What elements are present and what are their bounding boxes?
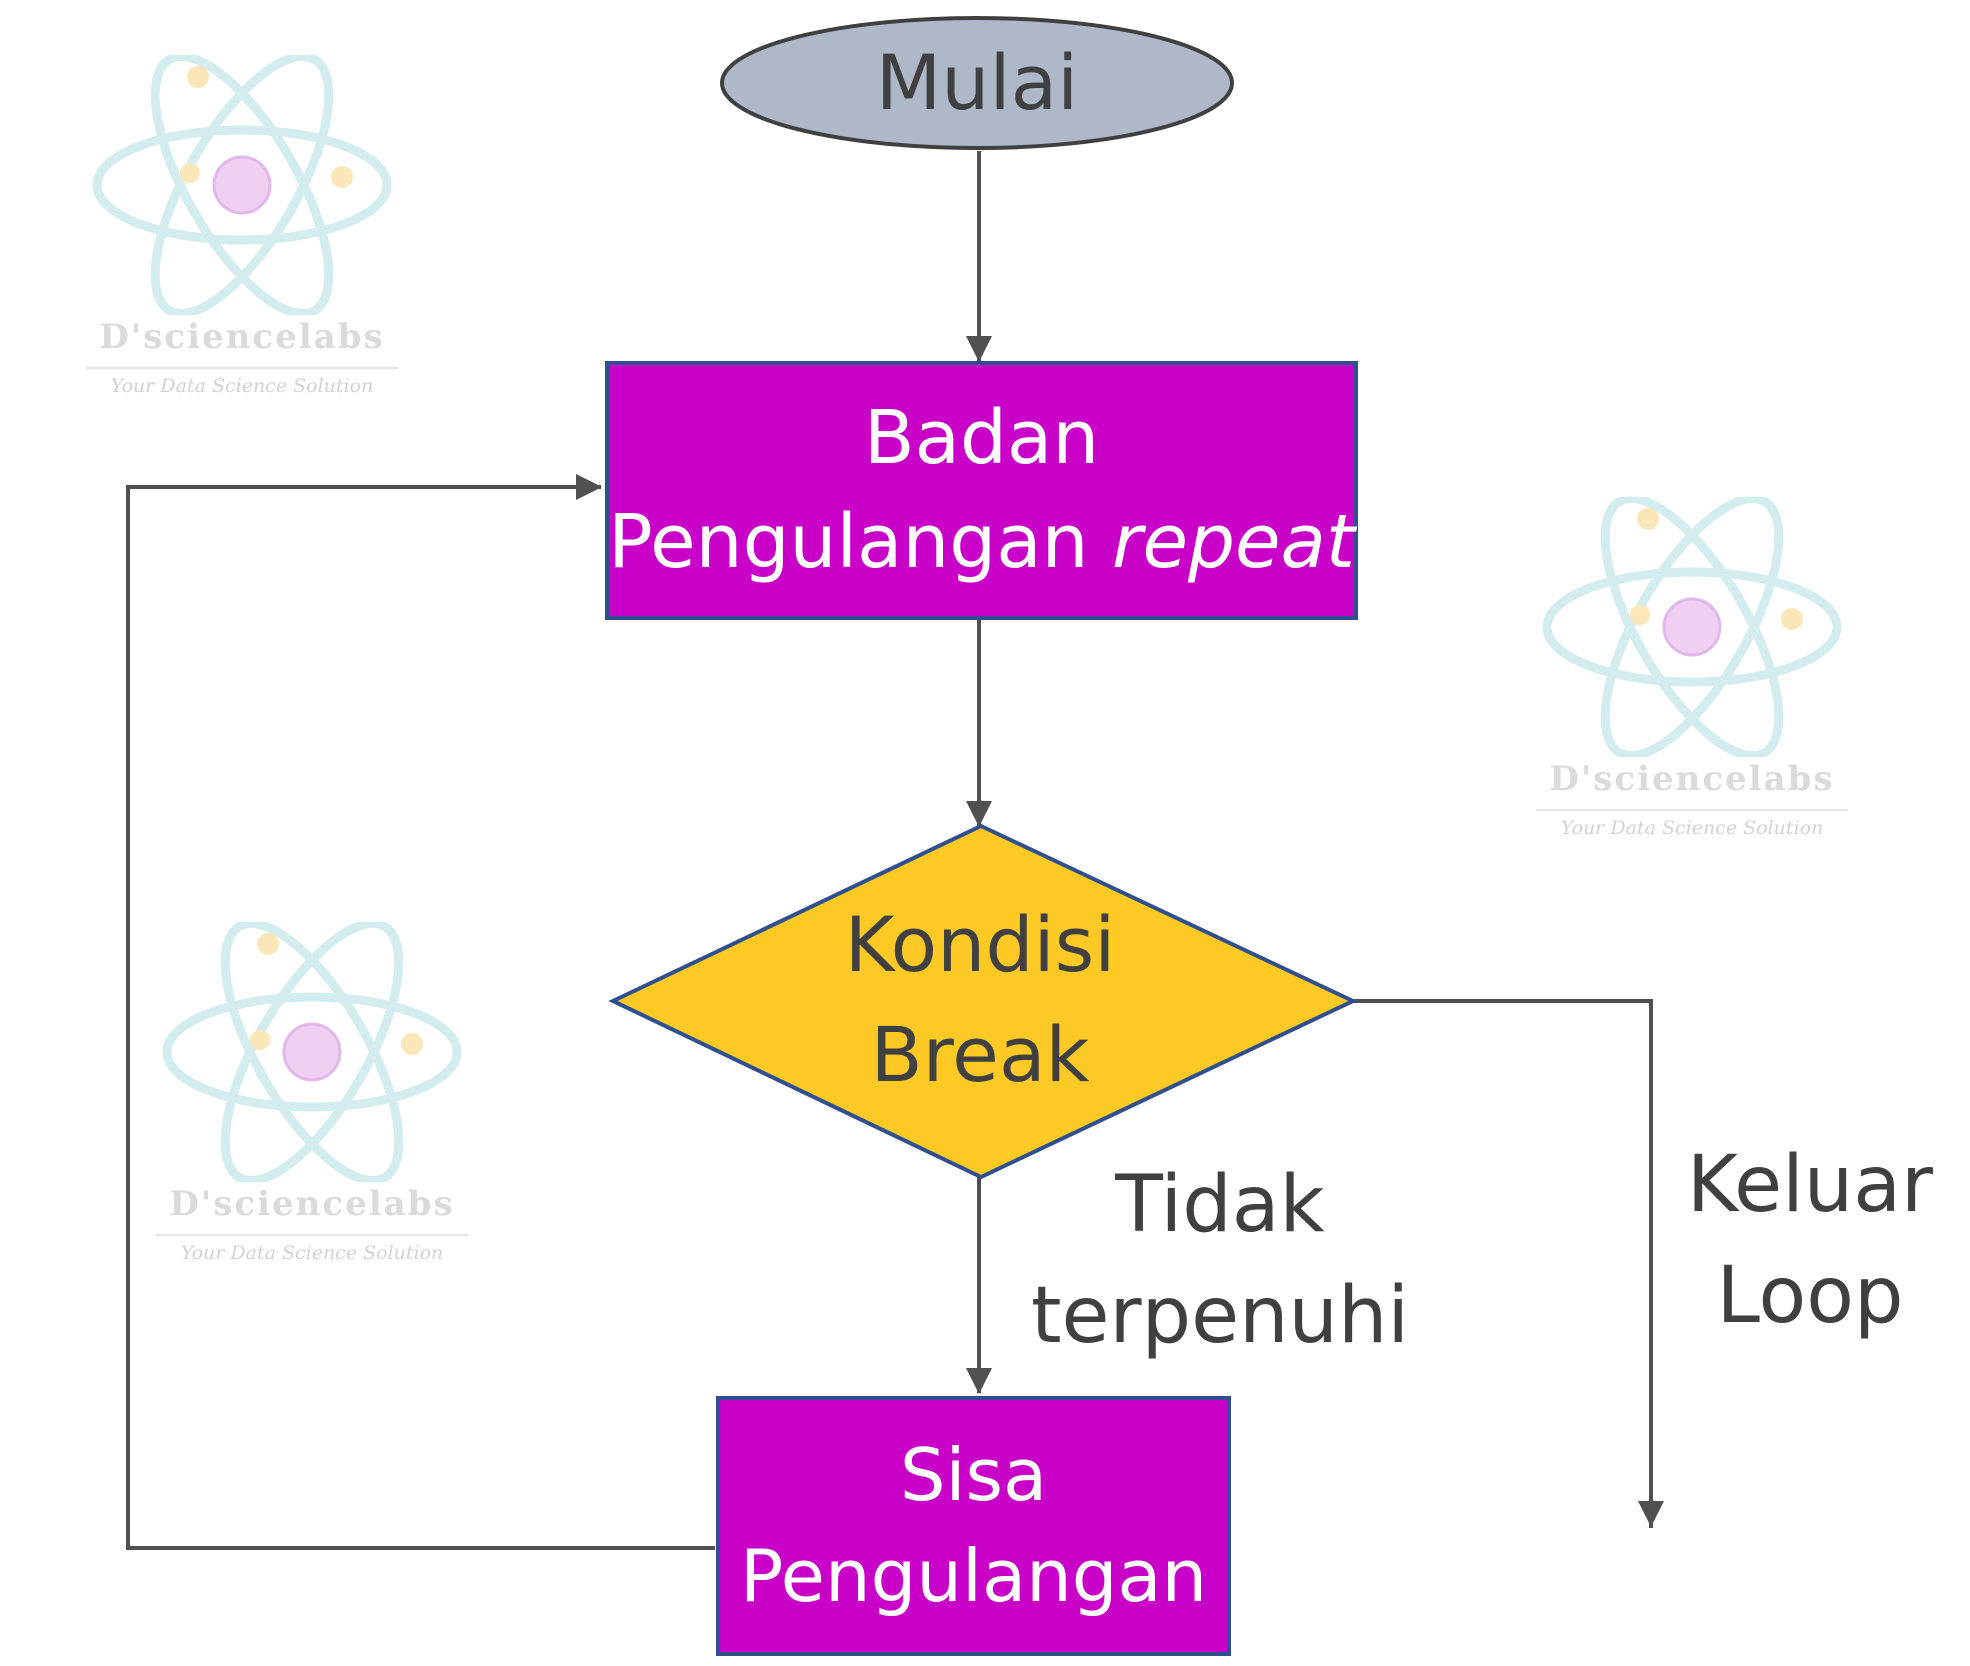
decision-label-line2: Break bbox=[870, 1010, 1090, 1099]
arrowhead-loop-back bbox=[576, 474, 602, 500]
watermark-brand: D'sciencelabs bbox=[1549, 759, 1835, 799]
start-label-text: Mulai bbox=[875, 37, 1079, 127]
watermark-brand: D'sciencelabs bbox=[169, 1184, 455, 1224]
rest-label-line2: Pengulangan bbox=[739, 1534, 1208, 1618]
body-label: Badan Pengulangan repeat bbox=[607, 363, 1356, 618]
body-label-line2: Pengulangan repeat bbox=[608, 491, 1355, 595]
start-label: Mulai bbox=[720, 22, 1234, 144]
rest-label-line1: Sisa bbox=[899, 1433, 1048, 1518]
edge-label-exit-line1: Keluar bbox=[1686, 1140, 1934, 1230]
body-process-box bbox=[605, 361, 1358, 620]
arrowhead-exit bbox=[1638, 1501, 1664, 1527]
connectors bbox=[126, 151, 1653, 1550]
watermark-rule bbox=[156, 1234, 468, 1236]
watermark-brand: D'sciencelabs bbox=[99, 317, 385, 357]
edge-label-exit-loop: Keluar Loop bbox=[1660, 1130, 1960, 1352]
arrowhead-rest bbox=[966, 1368, 992, 1394]
watermark-tagline: Your Data Science Solution bbox=[180, 1242, 444, 1264]
decision-label: Kondisi Break bbox=[760, 880, 1200, 1120]
edge-label-not-met-line2: terpenuhi bbox=[1030, 1270, 1410, 1361]
watermark-rule bbox=[86, 367, 398, 369]
rest-label: Sisa Pengulangan bbox=[718, 1398, 1229, 1654]
edge-label-not-met-line1: Tidak bbox=[1115, 1160, 1325, 1250]
watermark-tagline: Your Data Science Solution bbox=[1560, 817, 1824, 839]
arrow-loop-back bbox=[126, 485, 715, 1550]
atom-logo-icon bbox=[162, 922, 462, 1182]
body-label-line2-plain: Pengulangan bbox=[608, 498, 1113, 585]
arrowhead-decision bbox=[966, 801, 992, 827]
watermark-right: D'sciencelabs Your Data Science Solution bbox=[1522, 497, 1862, 867]
break-decision bbox=[608, 823, 1358, 1180]
arrow-exit-loop bbox=[1353, 999, 1653, 1528]
atom-logo-icon bbox=[1542, 497, 1842, 757]
watermark-bottom-left: D'sciencelabs Your Data Science Solution bbox=[142, 922, 482, 1292]
start-terminal bbox=[720, 16, 1234, 150]
watermark-tagline: Your Data Science Solution bbox=[110, 375, 374, 397]
edge-label-exit-line2: Loop bbox=[1716, 1250, 1904, 1341]
arrowhead-body bbox=[966, 336, 992, 362]
atom-logo-icon bbox=[92, 55, 392, 315]
watermark-rule bbox=[1536, 809, 1848, 811]
edge-label-not-met: Tidak terpenuhi bbox=[1010, 1150, 1430, 1372]
body-label-line2-italic: repeat bbox=[1112, 498, 1355, 585]
arrowheads bbox=[576, 336, 1664, 1527]
body-label-line1: Badan bbox=[863, 394, 1100, 481]
rest-process-box bbox=[716, 1396, 1231, 1656]
watermark-top-left: D'sciencelabs Your Data Science Solution bbox=[72, 55, 412, 425]
decision-label-line1: Kondisi bbox=[844, 899, 1116, 989]
